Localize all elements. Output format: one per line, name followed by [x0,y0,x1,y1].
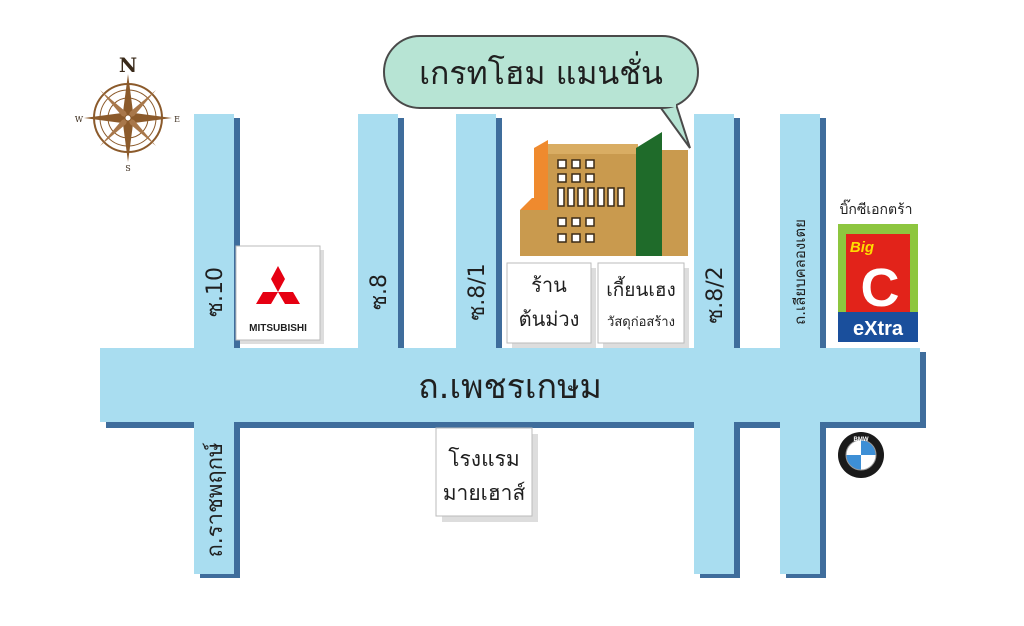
compass-south-label: S [125,164,130,173]
soi-8-2-road [694,114,734,350]
mitsubishi-label: MITSUBISHI [249,323,307,334]
compass-rose-icon [84,74,172,162]
soi-10-label: ซ.10 [203,267,228,317]
hotel-callout-bubble [383,35,699,149]
mitsubishi-landmark [235,245,324,344]
soi-8-1-road [456,114,496,350]
soi-10-road [194,114,234,350]
bigc-caption: บิ๊กซีเอกตร้า [839,199,912,218]
main-road [100,348,920,422]
shop-ton-muang-line1: ร้าน [531,273,567,297]
shop-kian-heng-line2: วัสดุก่อสร้าง [607,315,675,330]
canal-road-label: ถ.เลียบคลองเตย [791,219,809,325]
bigc-letter: C [861,258,900,318]
soi-8-2-label: ซ.8/2 [703,266,728,323]
road-network [100,114,926,578]
compass-west-label: W [75,115,84,124]
hotel-building-icon [520,132,688,256]
bigc-top-text: Big [850,239,874,256]
main-road-label: ถ.เพชรเกษม [418,367,602,407]
compass-east-label: E [174,115,180,124]
bigc-extra-logo-icon [838,224,918,342]
ratchaphruek-road-label: ถ.ราชพฤกษ์ [203,442,228,558]
shop-ton-muang-line2: ต้นม่วง [519,307,580,331]
bmw-logo-icon [838,432,884,478]
soi-8-2-south-road [694,420,734,574]
mitsubishi-logo-icon [256,266,300,304]
canal-road [780,114,820,350]
soi-8-label: ซ.8 [367,274,392,310]
bigc-bottom-text: eXtra [853,318,904,340]
shop-kian-heng-line1: เกี้ยนเฮง [606,276,676,301]
soi-8-1-label: ซ.8/1 [465,263,490,320]
hotel-my-house-line2: มายเฮาส์ [443,481,526,505]
soi-8-road [358,114,398,350]
hotel-name: เกรทโฮม แมนชั่น [419,51,663,92]
shop-ton-muang-box [506,262,596,348]
hotel-my-house-line1: โรงแรม [448,447,519,471]
canal-south-road [780,420,820,574]
compass-north-label: N [119,53,137,77]
ratchaphruek-road [194,420,234,574]
hotel-my-house-box [435,427,538,522]
bmw-label: BMW [854,437,869,443]
shop-kian-heng-box [597,262,689,348]
